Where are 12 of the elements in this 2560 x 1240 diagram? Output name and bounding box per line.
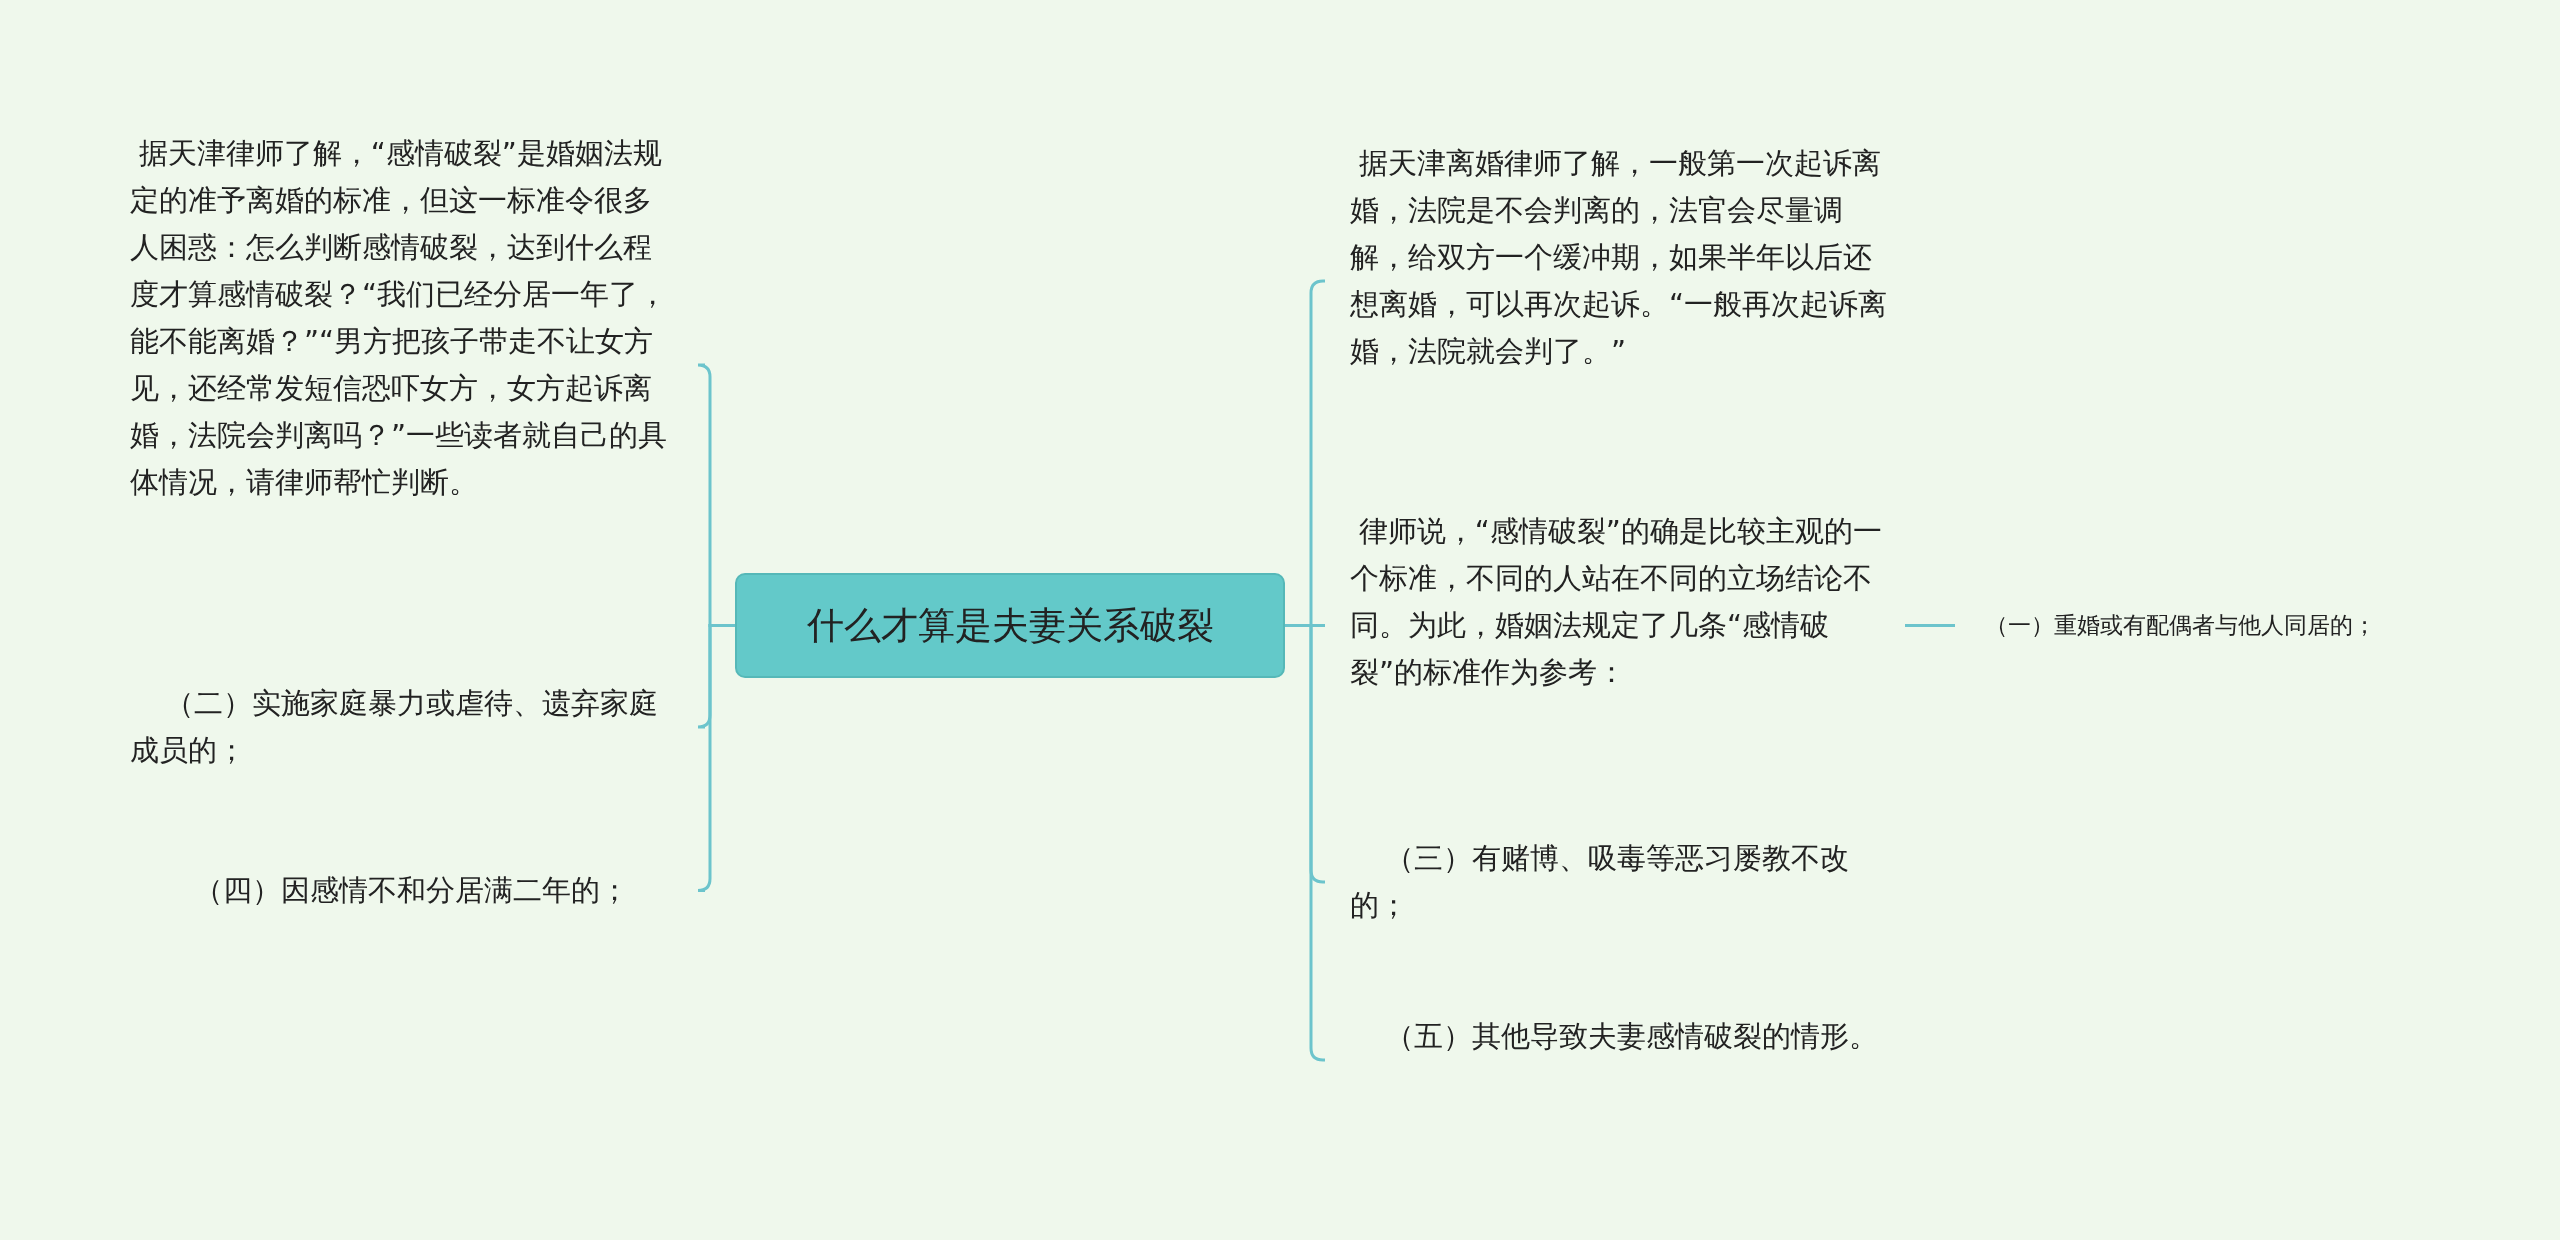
connector-line bbox=[1905, 624, 1955, 627]
branch-text: 据天津律师了解，“感情破裂”是婚姻法规定的准予离婚的标准，但这一标准令很多人困惑：怎么判断感情破裂，达到什么程度才算感情破裂？“我们已经分居一年了，能不能离婚？”“男方把孩子带走不让女方见，还经常发短信恐吓女方，女方起诉离婚，法院会判离吗？”一些读者就自己的具体情况，请律师帮忙判断。 bbox=[130, 135, 669, 501]
topic-box: 什么才算是夫妻关系破裂 bbox=[735, 573, 1285, 678]
connector-line bbox=[1285, 624, 1326, 1062]
branch-text: （五）其他导致夫妻感情破裂的情形。 bbox=[1383, 1018, 1879, 1055]
connector-line bbox=[696, 624, 735, 892]
branch-text: （二）实施家庭暴力或虐待、遗弃家庭成员的； bbox=[130, 685, 659, 769]
branch-text: 据天津离婚律师了解，一般第一次起诉离婚，法院是不会判离的，法官会尽量调解，给双方一个缓冲期，如果半年以后还想离婚，可以再次起诉。“一般再次起诉离婚，法院就会判了。” bbox=[1350, 145, 1889, 370]
branch-text: （四）因感情不和分居满二年的； bbox=[192, 872, 630, 909]
branch-text: 律师说，“感情破裂”的确是比较主观的一个标准，不同的人站在不同的立场结论不同。为此，婚姻法规定了几条“感情破裂”的标准作为参考： bbox=[1350, 513, 1883, 691]
branch-text: （一）重婚或有配偶者与他人同居的； bbox=[1985, 611, 2377, 640]
branch-text: （三）有赌博、吸毒等恶习屡教不改的； bbox=[1350, 840, 1850, 924]
